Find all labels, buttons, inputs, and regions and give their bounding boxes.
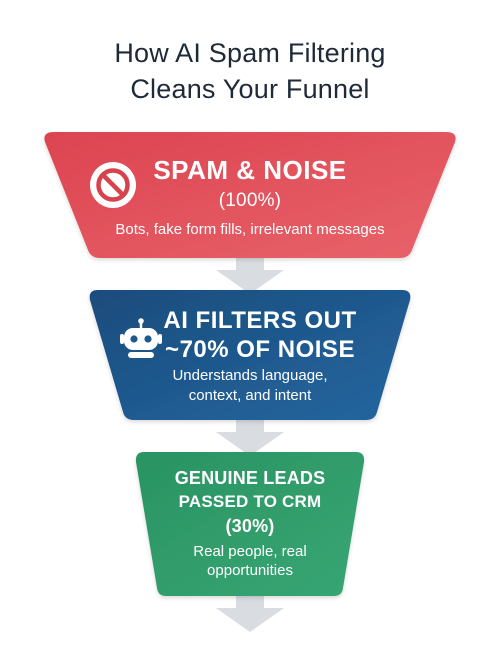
connector-arrow-1 [216,258,284,294]
ai-stage-description-line-2: context, and intent [188,387,312,404]
page-title-line-2: Cleans Your Funnel [130,74,370,104]
robot-icon [120,318,162,358]
spam-stage-heading: SPAM & NOISE [153,155,347,185]
leads-stage-value: (30%) [225,516,275,536]
funnel-stage-spam [44,132,456,258]
funnel-stage-ai-filter [89,290,411,420]
leads-stage-description-line-1: Real people, real [193,543,307,560]
connector-arrow-3 [216,596,284,632]
funnel-stage-genuine-leads [135,452,365,596]
leads-stage-heading-line-1: GENUINE LEADS [174,468,326,488]
page-title-line-1: How AI Spam Filtering [114,38,386,68]
prohibited-icon [90,162,136,208]
ai-stage-description-line-1: Understands language, [172,367,328,384]
ai-stage-heading-line-2: ~70% OF NOISE [165,336,355,363]
ai-stage-heading-line-1: AI FILTERS OUT [163,307,357,334]
leads-stage-heading-line-2: PASSED TO CRM [178,492,322,511]
leads-stage-description-line-2: opportunities [207,562,293,579]
spam-stage-value: (100%) [218,190,282,211]
connector-arrow-2 [216,418,284,456]
spam-stage-description: Bots, fake form fills, irrelevant messag… [115,221,385,238]
